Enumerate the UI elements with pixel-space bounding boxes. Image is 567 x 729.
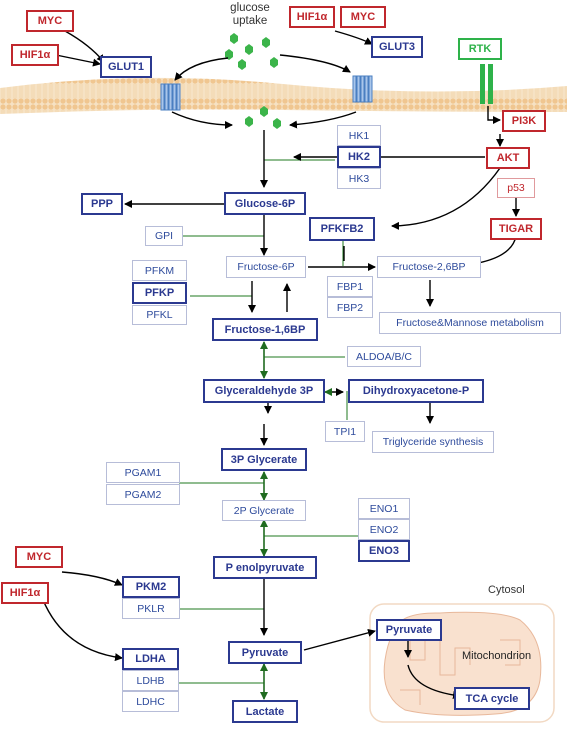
cytosol-region bbox=[369, 603, 555, 723]
glut1-transporter bbox=[160, 83, 181, 111]
tca-cycle-box: TCA cycle bbox=[454, 687, 530, 710]
ldhc-box: LDHC bbox=[122, 691, 179, 712]
hif1a-regulator: HIF1α bbox=[11, 44, 59, 66]
glucose-molecules bbox=[225, 33, 281, 129]
cell-membrane bbox=[0, 77, 567, 114]
pfkm-box: PFKM bbox=[132, 260, 187, 281]
dihydroxyacetone-p-box: Dihydroxyacetone-P bbox=[348, 379, 484, 403]
fructose-mannose-box: Fructose&Mannose metabolism bbox=[379, 312, 561, 334]
p53-box: p53 bbox=[497, 178, 535, 198]
fbp2-box: FBP2 bbox=[327, 297, 373, 318]
glyceraldehyde-3p-box: Glyceraldehyde 3P bbox=[203, 379, 325, 403]
fructose-16bp-box: Fructose-1,6BP bbox=[212, 318, 318, 341]
hk3-box: HK3 bbox=[337, 168, 381, 189]
glycerate-2p-box: 2P Glycerate bbox=[222, 500, 306, 521]
tigar-box: TIGAR bbox=[490, 218, 542, 240]
aldoa-box: ALDOA/B/C bbox=[347, 346, 421, 367]
ldha-box: LDHA bbox=[122, 648, 179, 670]
glut3-transporter bbox=[352, 75, 373, 103]
fructose-6p-box: Fructose-6P bbox=[226, 256, 306, 278]
eno1-box: ENO1 bbox=[358, 498, 410, 519]
pyruvate-mito-box: Pyruvate bbox=[376, 619, 442, 641]
pkm2-box: PKM2 bbox=[122, 576, 180, 598]
glut1-box: GLUT1 bbox=[100, 56, 152, 78]
hk1-box: HK1 bbox=[337, 125, 381, 146]
gpi-box: GPI bbox=[145, 226, 183, 246]
pgam2-box: PGAM2 bbox=[106, 484, 180, 505]
hk2-box: HK2 bbox=[337, 146, 381, 168]
pfkl-box: PFKL bbox=[132, 305, 187, 325]
ppp-box: PPP bbox=[81, 193, 123, 215]
glycerate-3p-box: 3P Glycerate bbox=[221, 448, 307, 471]
rtk-label: RTK bbox=[458, 38, 502, 60]
akt-box: AKT bbox=[486, 147, 530, 169]
myc-regulator-2: MYC bbox=[340, 6, 386, 28]
cytosol-label: Cytosol bbox=[488, 584, 525, 596]
lactate-box: Lactate bbox=[232, 700, 298, 723]
fbp1-box: FBP1 bbox=[327, 276, 373, 297]
myc-regulator: MYC bbox=[26, 10, 74, 32]
glut3-box: GLUT3 bbox=[371, 36, 423, 58]
eno2-box: ENO2 bbox=[358, 519, 410, 540]
myc-regulator-3: MYC bbox=[15, 546, 63, 568]
glucose-uptake-label: glucose uptake bbox=[230, 2, 270, 27]
glucose-6p-box: Glucose-6P bbox=[224, 192, 306, 215]
pklr-box: PKLR bbox=[122, 598, 180, 619]
ldhb-box: LDHB bbox=[122, 670, 179, 691]
pfkp-box: PFKP bbox=[132, 282, 187, 304]
phosphoenolpyruvate-box: P enolpyruvate bbox=[213, 556, 317, 579]
tpi1-box: TPI1 bbox=[325, 421, 365, 442]
hif1a-regulator-3: HIF1α bbox=[1, 582, 49, 604]
pi3k-box: PI3K bbox=[502, 110, 546, 132]
triglyceride-synthesis-box: Triglyceride synthesis bbox=[372, 431, 494, 453]
hif1a-regulator-2: HIF1α bbox=[289, 6, 335, 28]
pyruvate-box: Pyruvate bbox=[228, 641, 302, 664]
eno3-box: ENO3 bbox=[358, 540, 410, 562]
mitochondrion-label: Mitochondrion bbox=[462, 650, 532, 662]
rtk-receptor bbox=[480, 64, 493, 104]
pfkfb2-box: PFKFB2 bbox=[309, 217, 375, 241]
fructose-26bp-box: Fructose-2,6BP bbox=[377, 256, 481, 278]
pgam1-box: PGAM1 bbox=[106, 462, 180, 483]
